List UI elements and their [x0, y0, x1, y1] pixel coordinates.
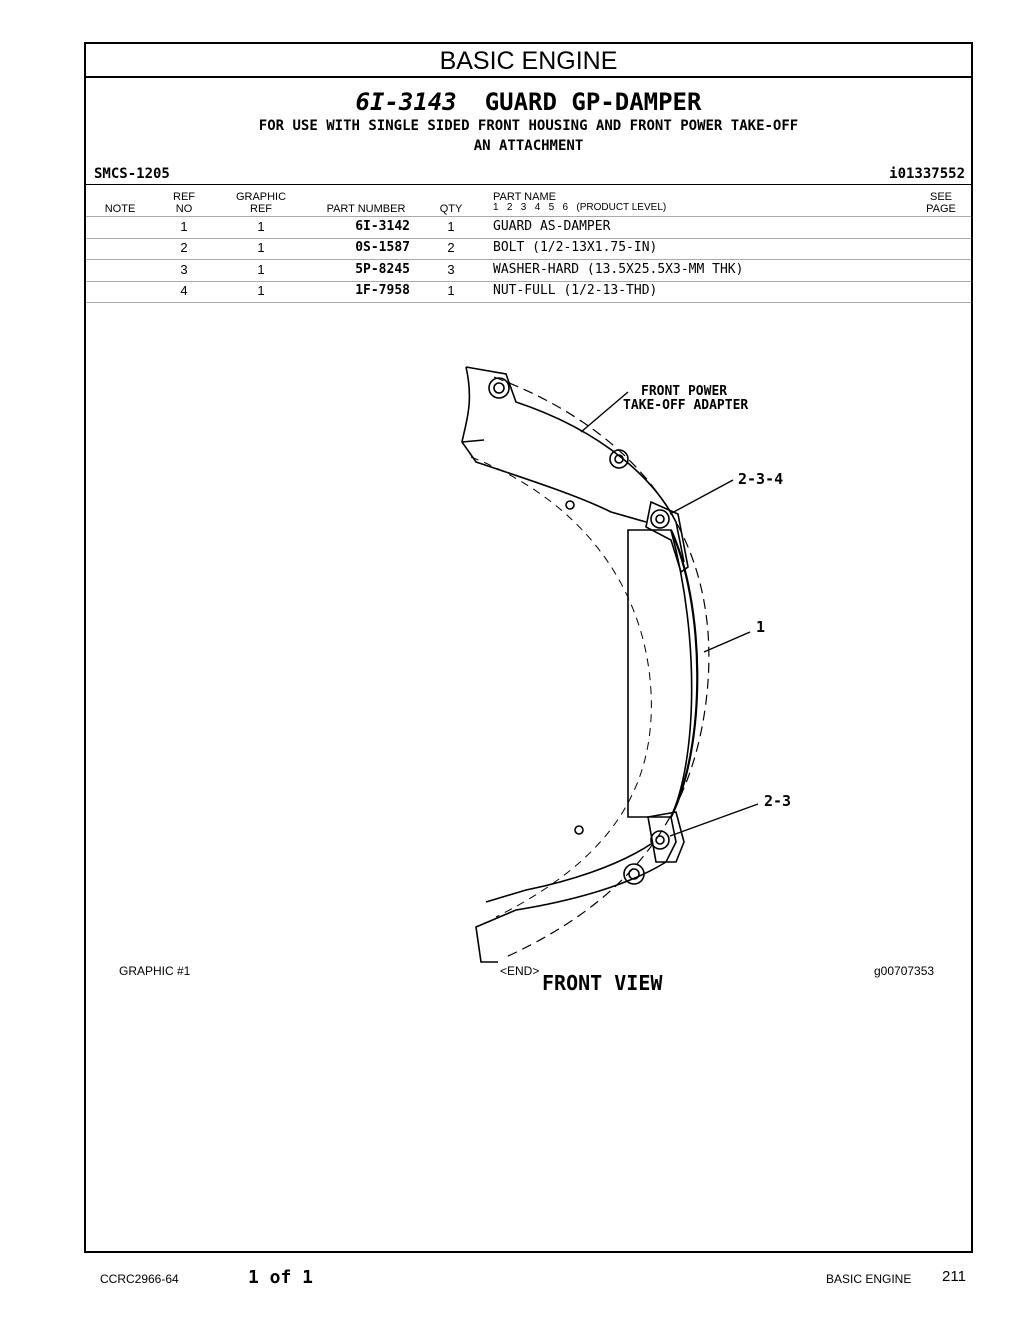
col-part-name: PART NAME: [493, 191, 556, 203]
illustration-svg: FRONT POWER TAKE-OFF ADAPTER 2-3-4 1 2-3…: [461, 366, 791, 995]
part-name: WASHER-HARD (13.5X25.5X3-MM THK): [493, 262, 744, 277]
divider: [86, 216, 971, 217]
divider: [86, 238, 971, 239]
col-note: NOTE: [104, 203, 136, 215]
part-name: NUT-FULL (1/2-13-THD): [493, 283, 658, 298]
col-see-bottom: PAGE: [926, 203, 956, 215]
view-label: FRONT VIEW: [542, 971, 663, 995]
graphic-id: g00707353: [874, 964, 935, 978]
part-number: 6I-3142: [355, 219, 410, 234]
group-part-number: 6I-3143: [355, 88, 457, 116]
ref-no: 3: [180, 262, 188, 277]
divider: [86, 184, 971, 185]
usage-note-line2: AN ATTACHMENT: [473, 138, 584, 154]
part-name: GUARD AS-DAMPER: [493, 219, 611, 234]
smcs-code: SMCS-1205: [94, 166, 170, 182]
divider: [86, 302, 971, 303]
footer-section: BASIC ENGINE: [826, 1272, 912, 1286]
graphic-ref: 1: [257, 240, 265, 255]
page-title: 6I-3143 GUARD GP-DAMPER: [86, 88, 971, 116]
callout-2-3: 2-3: [764, 792, 791, 810]
group-name: GUARD GP-DAMPER: [484, 88, 702, 116]
page-count: 1 of 1: [248, 1267, 314, 1288]
part-number: 5P-8245: [355, 262, 410, 277]
graphic-ref: 1: [257, 262, 265, 277]
illustration-id: i01337552: [889, 166, 965, 182]
divider: [86, 259, 971, 260]
part-number: 0S-1587: [355, 240, 410, 255]
callout-1: 1: [756, 618, 765, 636]
end-marker: <END>: [500, 964, 540, 978]
col-qty: QTY: [439, 203, 463, 215]
qty: 1: [447, 283, 455, 298]
callout-adapter-line2: TAKE-OFF ADAPTER: [623, 398, 748, 413]
qty: 1: [447, 219, 455, 234]
page-frame: BASIC ENGINE 6I-3143 GUARD GP-DAMPER FOR …: [84, 42, 973, 1253]
qty: 2: [447, 240, 455, 255]
graphic-ref: 1: [257, 219, 265, 234]
graphic-ref: 1: [257, 283, 265, 298]
col-ref-top: REF: [173, 191, 195, 203]
ref-no: 1: [180, 219, 188, 234]
col-graphic-bottom: REF: [250, 203, 272, 215]
col-see-top: SEE: [929, 191, 952, 203]
parts-illustration: FRONT POWER TAKE-OFF ADAPTER 2-3-4 1 2-3…: [366, 362, 826, 1002]
col-product-levels: 1 2 3 4 5 6 (PRODUCT LEVEL): [493, 202, 667, 213]
page-number: 211: [942, 1268, 966, 1285]
callout-2-3-4: 2-3-4: [738, 470, 783, 488]
col-graphic-top: GRAPHIC: [235, 191, 287, 203]
callout-adapter-line1: FRONT POWER: [641, 384, 727, 399]
usage-note-line1: FOR USE WITH SINGLE SIDED FRONT HOUSING …: [258, 118, 799, 134]
col-part-number: PART NUMBER: [326, 203, 406, 215]
part-number: 1F-7958: [355, 283, 410, 298]
ref-no: 2: [180, 240, 188, 255]
col-ref-bottom: NO: [175, 203, 193, 215]
section-header: BASIC ENGINE: [86, 44, 971, 78]
ref-no: 4: [180, 283, 188, 298]
part-name: BOLT (1/2-13X1.75-IN): [493, 240, 658, 255]
qty: 3: [447, 262, 455, 277]
graphic-label: GRAPHIC #1: [119, 964, 191, 978]
divider: [86, 281, 971, 282]
doc-id: CCRC2966-64: [100, 1272, 179, 1286]
